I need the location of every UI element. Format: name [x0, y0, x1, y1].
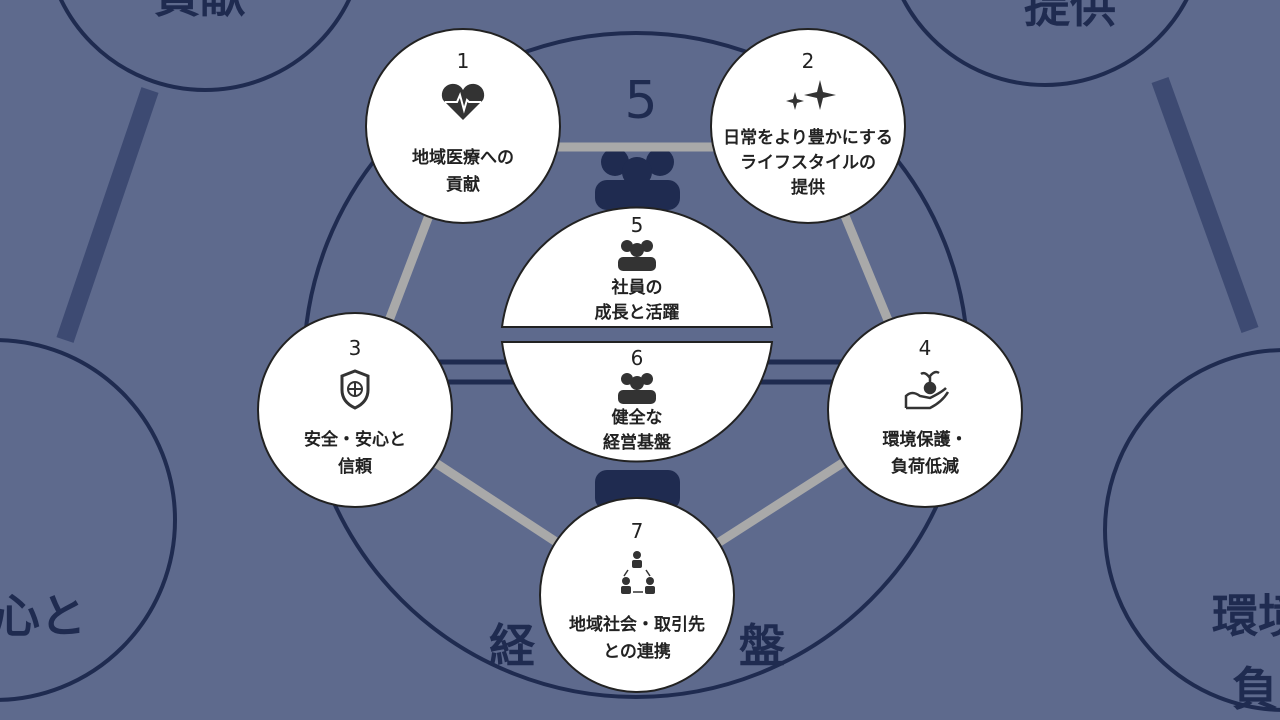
item-number: 1	[457, 49, 470, 73]
hand-sprout-icon	[904, 370, 950, 410]
item-5-employees[interactable]: 5 社員の 成長と活躍	[595, 213, 680, 323]
item-label: 環境保護・	[883, 429, 968, 450]
item-label: ライフスタイルの	[740, 153, 876, 173]
shield-icon	[340, 369, 370, 410]
network-people-icon	[621, 551, 655, 594]
heart-pulse-icon	[441, 83, 485, 120]
item-label: 負荷低減	[891, 456, 959, 477]
item-label: との連携	[603, 641, 671, 662]
item-label: 成長と活躍	[595, 302, 680, 323]
item-number: 5	[631, 213, 644, 237]
item-number: 6	[631, 346, 644, 370]
bg-text: 貢献	[154, 0, 246, 23]
item-label: 経営基盤	[603, 432, 672, 453]
item-label: 日常をより豊かにする	[723, 127, 893, 148]
item-number: 7	[631, 519, 644, 543]
bg-circle	[1103, 348, 1280, 712]
item-label: 安全・安心と	[304, 429, 406, 450]
item-label: 地域医療への	[412, 147, 514, 168]
bg-circle	[58, 0, 352, 92]
item-number: 4	[919, 336, 932, 360]
people-icon	[618, 373, 656, 404]
item-number: 3	[349, 336, 362, 360]
bg-text: 環境	[1212, 589, 1280, 643]
bg-text: 負	[1232, 662, 1278, 716]
item-label: 貢献	[446, 174, 480, 195]
bg-text: 盤	[739, 619, 785, 673]
item-3-safety[interactable]: 3 安全・安心と 信頼	[257, 312, 453, 508]
bg-text: 5	[624, 71, 657, 131]
item-label: 社員の	[611, 277, 663, 298]
sparkles-icon	[786, 80, 836, 110]
item-6-management[interactable]: 6 健全な 経営基盤	[603, 346, 672, 453]
bg-connector	[56, 87, 159, 343]
item-label: 信頼	[338, 456, 373, 477]
bg-text: 心と	[0, 589, 86, 643]
bg-text: 提供	[1024, 0, 1116, 33]
item-4-environment[interactable]: 4 環境保護・ 負荷低減	[827, 312, 1023, 508]
people-icon	[618, 240, 656, 271]
item-label: 提供	[791, 177, 825, 198]
bg-circle	[0, 338, 177, 702]
bg-connector	[1151, 76, 1259, 334]
item-2-lifestyle[interactable]: 2 日常をより豊かにする ライフスタイルの 提供	[710, 28, 906, 224]
item-label: 健全な	[612, 407, 663, 428]
bg-text: 経	[489, 619, 536, 673]
item-number: 2	[802, 49, 815, 73]
item-label: 地域社会・取引先	[569, 614, 705, 635]
item-7-community[interactable]: 7 地域社会・取引先 との連携	[539, 497, 735, 693]
bg-circle	[901, 0, 1189, 87]
item-1-regional-medical[interactable]: 1 地域医療への 貢献	[365, 28, 561, 224]
